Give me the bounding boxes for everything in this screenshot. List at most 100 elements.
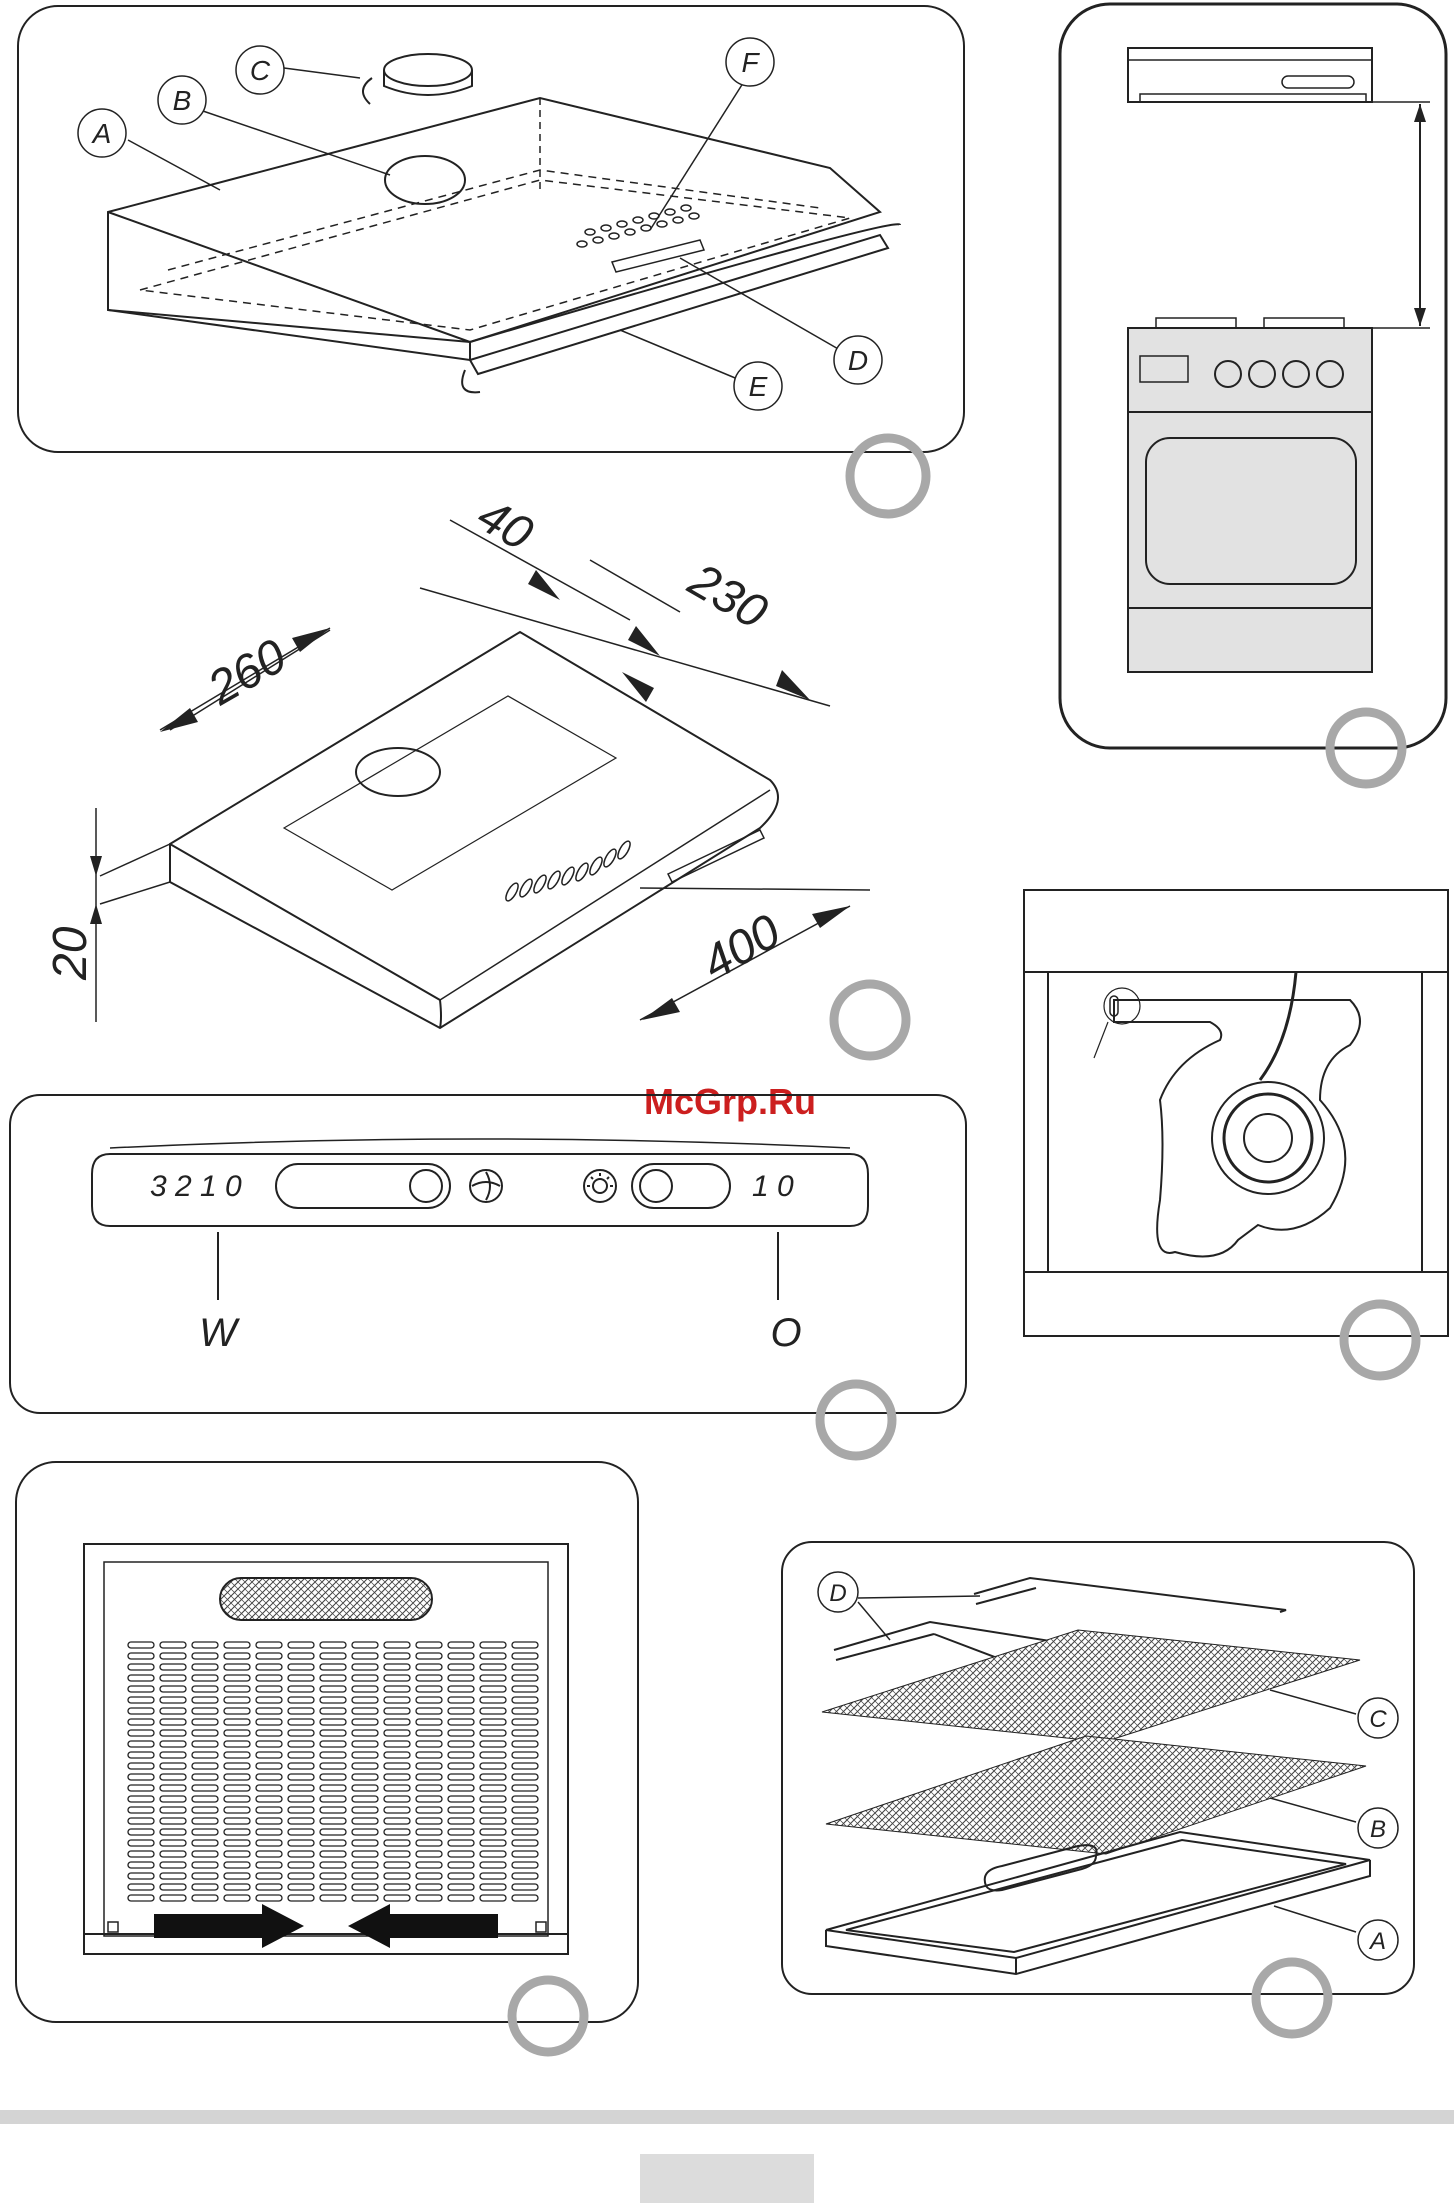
grille-slot <box>352 1752 378 1758</box>
grille-slot <box>160 1763 186 1769</box>
exhaust-outlet <box>356 748 440 796</box>
grille-slot <box>128 1818 154 1824</box>
grille-slot <box>480 1653 506 1659</box>
grille-slot <box>384 1818 410 1824</box>
grille-slot <box>192 1807 218 1813</box>
grille-slot <box>352 1873 378 1879</box>
grille-slot <box>224 1752 250 1758</box>
grille-slot <box>320 1796 346 1802</box>
grille-slot <box>320 1862 346 1868</box>
grille-slot <box>448 1829 474 1835</box>
grille-slot <box>288 1741 314 1747</box>
panel-hood-parts: A B C F D E <box>18 6 964 514</box>
grille-slot <box>448 1796 474 1802</box>
grille-slot <box>288 1774 314 1780</box>
grille-slot <box>224 1719 250 1725</box>
grille-slot <box>448 1741 474 1747</box>
grille-slot <box>256 1785 282 1791</box>
label-a: A <box>1368 1928 1386 1955</box>
grille-slot <box>448 1851 474 1857</box>
grille-slot <box>224 1708 250 1714</box>
grille-slot <box>160 1686 186 1692</box>
grille-slot <box>480 1785 506 1791</box>
grille-slot <box>480 1763 506 1769</box>
grille-slot <box>384 1840 410 1846</box>
grille-slot <box>320 1719 346 1725</box>
grille-slot <box>256 1752 282 1758</box>
grille-slot <box>512 1653 538 1659</box>
grille-slot <box>256 1664 282 1670</box>
grille-slot <box>448 1675 474 1681</box>
grille-slot <box>288 1873 314 1879</box>
light-slider-knob <box>640 1170 672 1202</box>
fan-icon <box>470 1170 502 1202</box>
grille-slot <box>224 1895 250 1901</box>
grille-slot <box>480 1686 506 1692</box>
grille-slot <box>480 1752 506 1758</box>
grille-slot <box>352 1862 378 1868</box>
grille-slot <box>512 1774 538 1780</box>
grille-slot <box>416 1719 442 1725</box>
grille-slot <box>512 1785 538 1791</box>
grille-slot <box>128 1675 154 1681</box>
grille-slot <box>448 1642 474 1648</box>
grille-slot <box>256 1730 282 1736</box>
filter-layer-b <box>826 1736 1366 1854</box>
grille-slot <box>448 1686 474 1692</box>
grille-slot <box>352 1796 378 1802</box>
grille-slot <box>160 1884 186 1890</box>
label-d: D <box>848 345 868 376</box>
exhaust-outlet <box>385 156 465 204</box>
grille-slot <box>160 1862 186 1868</box>
grille-slot <box>416 1741 442 1747</box>
grille-slot <box>192 1642 218 1648</box>
grille-slot <box>512 1730 538 1736</box>
grille-slot <box>192 1697 218 1703</box>
grille-slot <box>416 1686 442 1692</box>
grille-slot <box>128 1807 154 1813</box>
label-c: C <box>250 55 271 86</box>
grille-slot <box>384 1664 410 1670</box>
figure-marker <box>820 1384 892 1456</box>
label-o: O <box>770 1311 801 1355</box>
grille-slot <box>288 1818 314 1824</box>
label-f: F <box>741 47 760 78</box>
grille-slot <box>416 1829 442 1835</box>
watermark: McGrp.Ru <box>644 1081 816 1122</box>
grille-slot <box>128 1851 154 1857</box>
fan-slider-knob <box>410 1170 442 1202</box>
grille-slot <box>224 1653 250 1659</box>
motor-ring <box>1212 1082 1324 1194</box>
grille-slot <box>512 1642 538 1648</box>
grille-slot <box>416 1807 442 1813</box>
grille-slot <box>160 1796 186 1802</box>
grille-slot <box>448 1774 474 1780</box>
grille-slot <box>416 1873 442 1879</box>
grille-slot <box>224 1763 250 1769</box>
filter-layer-c <box>822 1630 1360 1742</box>
grille-slot <box>416 1675 442 1681</box>
grille-slot <box>160 1807 186 1813</box>
grille-slot <box>480 1741 506 1747</box>
grille-slot <box>128 1895 154 1901</box>
grille-slot <box>320 1741 346 1747</box>
grille-slot <box>480 1807 506 1813</box>
grille-slot <box>480 1708 506 1714</box>
grille-slot <box>192 1653 218 1659</box>
grille-slot <box>320 1675 346 1681</box>
label-a: A <box>91 118 112 149</box>
grille-slot <box>384 1862 410 1868</box>
grille-slot <box>224 1697 250 1703</box>
grille-slot <box>256 1697 282 1703</box>
grille-slot <box>320 1697 346 1703</box>
grille-slot <box>192 1796 218 1802</box>
grille-slot <box>224 1741 250 1747</box>
grille-slot <box>480 1851 506 1857</box>
grille-slot <box>384 1774 410 1780</box>
grille-slot <box>448 1873 474 1879</box>
grille-slot <box>512 1884 538 1890</box>
grille-slot <box>384 1675 410 1681</box>
label-e: E <box>749 371 768 402</box>
grille-slot <box>192 1851 218 1857</box>
hood-body <box>108 98 880 342</box>
